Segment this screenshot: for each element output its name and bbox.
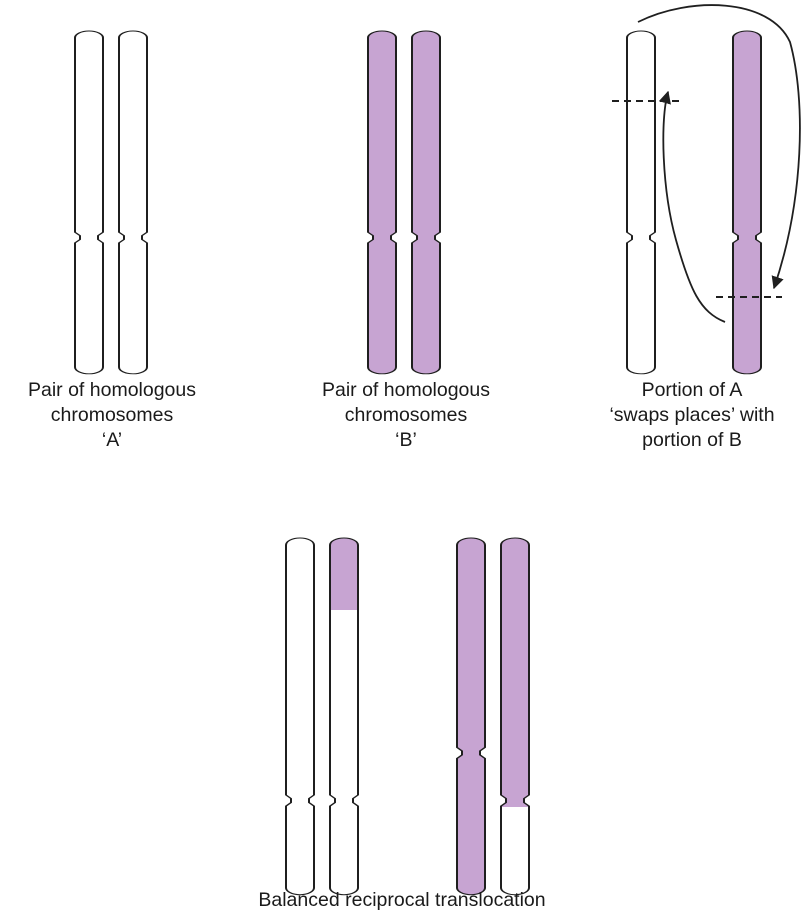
arrow-a-to-b bbox=[638, 5, 800, 288]
pair-b-group bbox=[368, 31, 440, 374]
chromosome-b1 bbox=[368, 31, 396, 374]
chromosome-a2 bbox=[119, 31, 147, 374]
caption-pair-b-line2: chromosomes bbox=[294, 403, 518, 428]
caption-swap-line1: Portion of A bbox=[580, 378, 804, 403]
caption-pair-b-line3: ‘B’ bbox=[294, 428, 518, 453]
caption-pair-a: Pair of homologous chromosomes ‘A’ bbox=[0, 378, 224, 453]
caption-pair-a-line3: ‘A’ bbox=[0, 428, 224, 453]
caption-swap: Portion of A ‘swaps places’ with portion… bbox=[580, 378, 804, 453]
swap-group bbox=[612, 5, 800, 374]
caption-pair-a-line2: chromosomes bbox=[0, 403, 224, 428]
chromosome-a1 bbox=[75, 31, 103, 374]
caption-pair-a-line1: Pair of homologous bbox=[0, 378, 224, 403]
chromosome-a-swap bbox=[627, 31, 655, 374]
chromosome-result-2 bbox=[325, 530, 365, 895]
translocation-result-group bbox=[286, 530, 536, 895]
caption-swap-line3: portion of B bbox=[580, 428, 804, 453]
caption-pair-b: Pair of homologous chromosomes ‘B’ bbox=[294, 378, 518, 453]
chromosome-b-swap bbox=[733, 31, 761, 374]
caption-pair-b-line1: Pair of homologous bbox=[294, 378, 518, 403]
chromosome-result-4 bbox=[496, 530, 536, 895]
caption-swap-line2: ‘swaps places’ with bbox=[580, 403, 804, 428]
caption-result: Balanced reciprocal translocation bbox=[200, 888, 604, 913]
arrow-b-to-a bbox=[663, 92, 725, 322]
pair-a-group bbox=[75, 31, 147, 374]
chromosome-result-3 bbox=[457, 538, 485, 895]
chromosome-result-1 bbox=[286, 538, 314, 895]
chromosome-b2 bbox=[412, 31, 440, 374]
